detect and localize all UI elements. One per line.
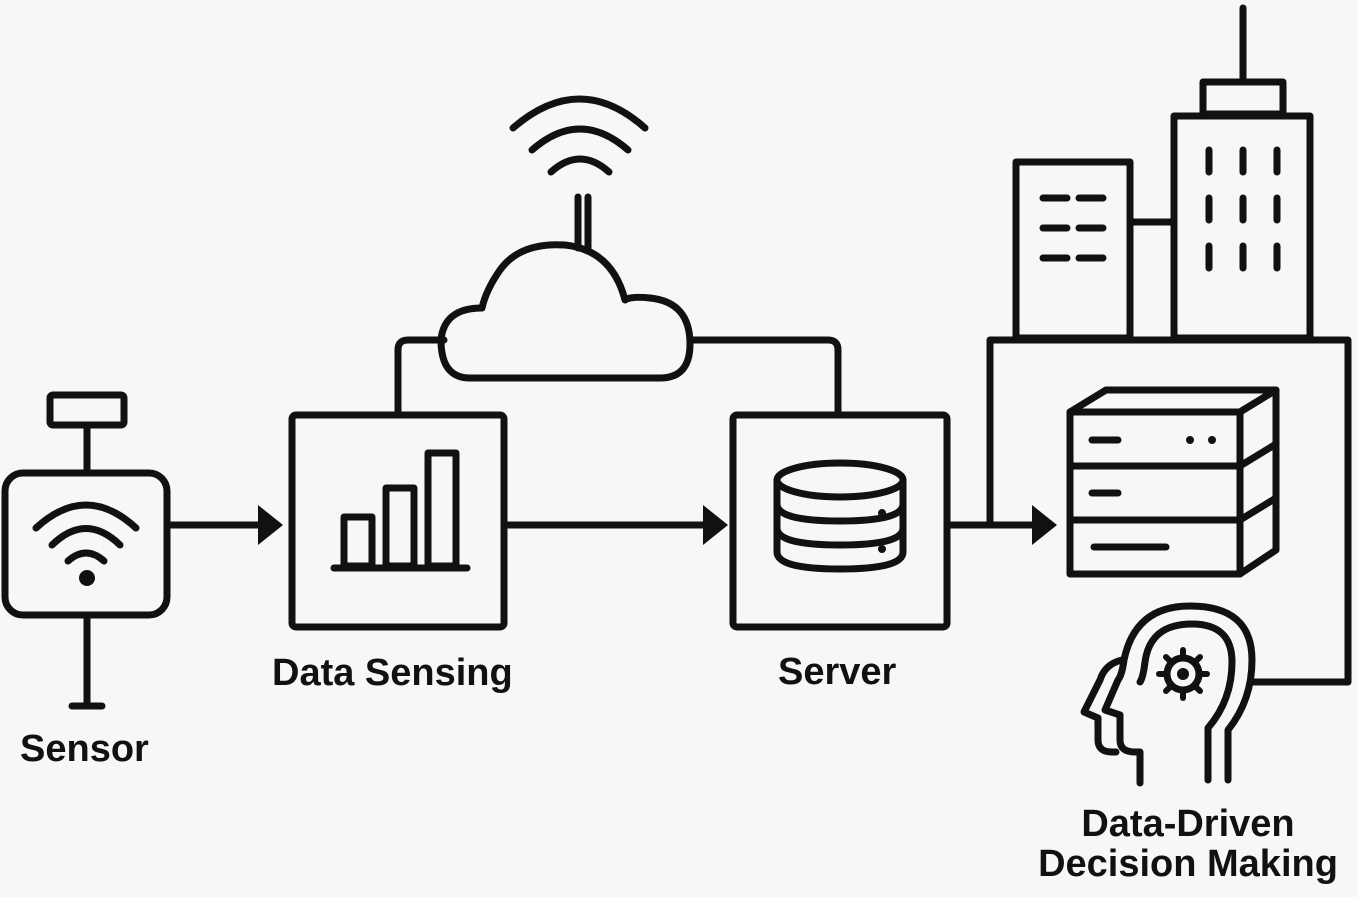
bar-chart-icon bbox=[288, 411, 508, 631]
head-gear-icon bbox=[1080, 602, 1256, 787]
label-sensor: Sensor bbox=[20, 728, 149, 770]
label-data-sensing: Data Sensing bbox=[272, 652, 513, 694]
server-rack-icon bbox=[1066, 386, 1280, 578]
sensor-icon bbox=[1, 391, 171, 710]
arrow-sensor-to-sensing bbox=[163, 505, 283, 545]
arrow-server-to-rack bbox=[943, 505, 1057, 545]
arrow-sensing-to-server bbox=[500, 505, 728, 545]
database-icon bbox=[729, 411, 951, 631]
label-server: Server bbox=[778, 651, 897, 693]
cloud-connectors bbox=[394, 336, 842, 418]
decision-frame-lines bbox=[986, 336, 1352, 686]
wifi-icon bbox=[509, 95, 649, 252]
buildings-icon bbox=[1012, 4, 1314, 342]
label-decision-line1: Data-Driven bbox=[1081, 803, 1295, 845]
label-decision-making: Data-Driven Decision Making bbox=[1018, 803, 1357, 885]
label-decision-line2: Decision Making bbox=[1038, 842, 1338, 885]
cloud-icon bbox=[437, 241, 694, 382]
